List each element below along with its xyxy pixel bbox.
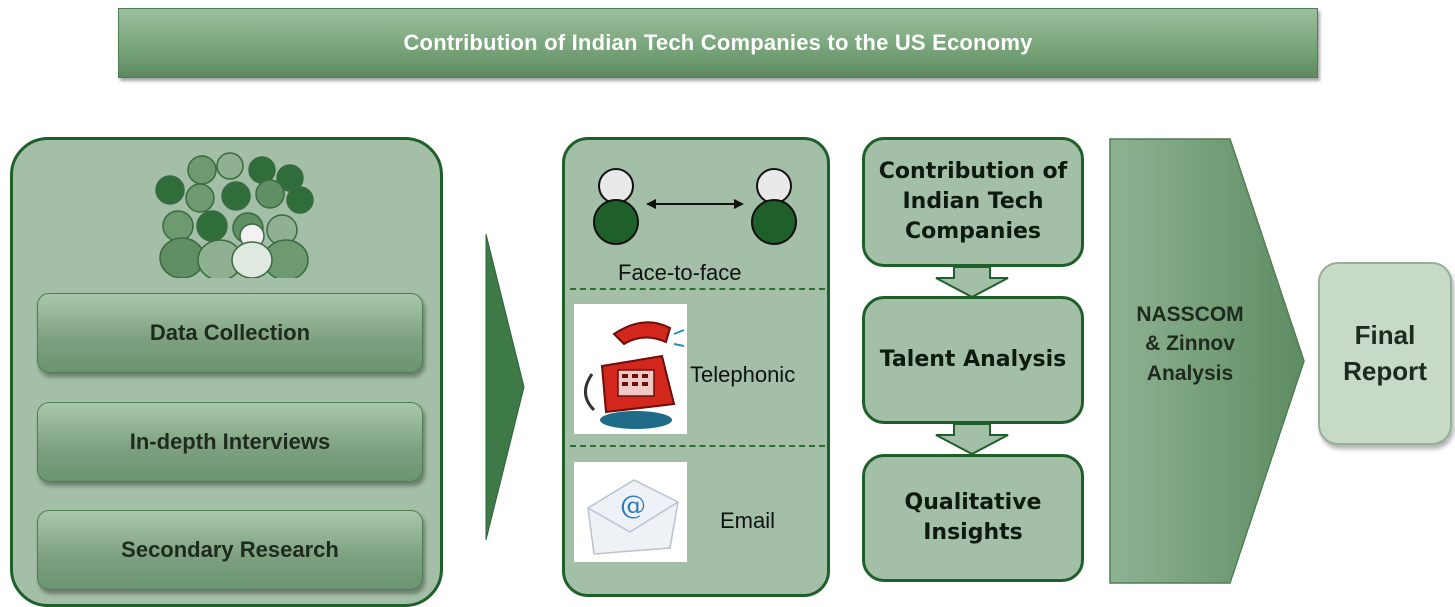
envelope-icon: @ — [587, 479, 679, 555]
contribution-box: Contribution of Indian Tech Companies — [862, 137, 1084, 267]
telephone-icon — [584, 321, 685, 429]
people-group-icon — [155, 152, 314, 278]
telephone-image — [574, 304, 687, 434]
email-image: @ — [574, 462, 687, 562]
contribution-label: Contribution of Indian Tech Companies — [878, 159, 1068, 244]
analysis-arrow-shape — [1109, 138, 1305, 584]
final-report-label: Final Report — [1343, 320, 1427, 386]
talent-analysis-box: Talent Analysis — [862, 296, 1084, 424]
telephonic-label: Telephonic — [690, 362, 796, 387]
email-label: Email — [720, 508, 776, 533]
analysis-label: NASSCOM & Zinnov Analysis — [1136, 303, 1244, 385]
divider — [570, 445, 825, 447]
title-banner: Contribution of Indian Tech Companies to… — [118, 8, 1318, 78]
chevron-arrow-icon — [485, 233, 525, 541]
talent-analysis-label: Talent Analysis — [879, 347, 1067, 373]
qualitative-insights-label: Qualitative Insights — [904, 490, 1042, 545]
secondary-research-box: Secondary Research — [37, 510, 423, 590]
in-depth-interviews-box: In-depth Interviews — [37, 402, 423, 482]
secondary-research-label: Secondary Research — [121, 537, 339, 562]
qualitative-insights-box: Qualitative Insights — [862, 454, 1084, 582]
title-text: Contribution of Indian Tech Companies to… — [403, 30, 1033, 55]
down-arrow-icon — [935, 423, 1009, 455]
face-to-face-icon — [593, 168, 797, 245]
at-symbol: @ — [620, 491, 646, 521]
data-collection-label: Data Collection — [149, 320, 311, 345]
down-arrow-icon — [935, 266, 1009, 298]
final-report-box: Final Report — [1318, 262, 1452, 445]
face-to-face-label: Face-to-face — [618, 260, 742, 285]
divider — [570, 288, 825, 290]
data-collection-box: Data Collection — [37, 293, 423, 373]
in-depth-interviews-label: In-depth Interviews — [129, 429, 331, 454]
